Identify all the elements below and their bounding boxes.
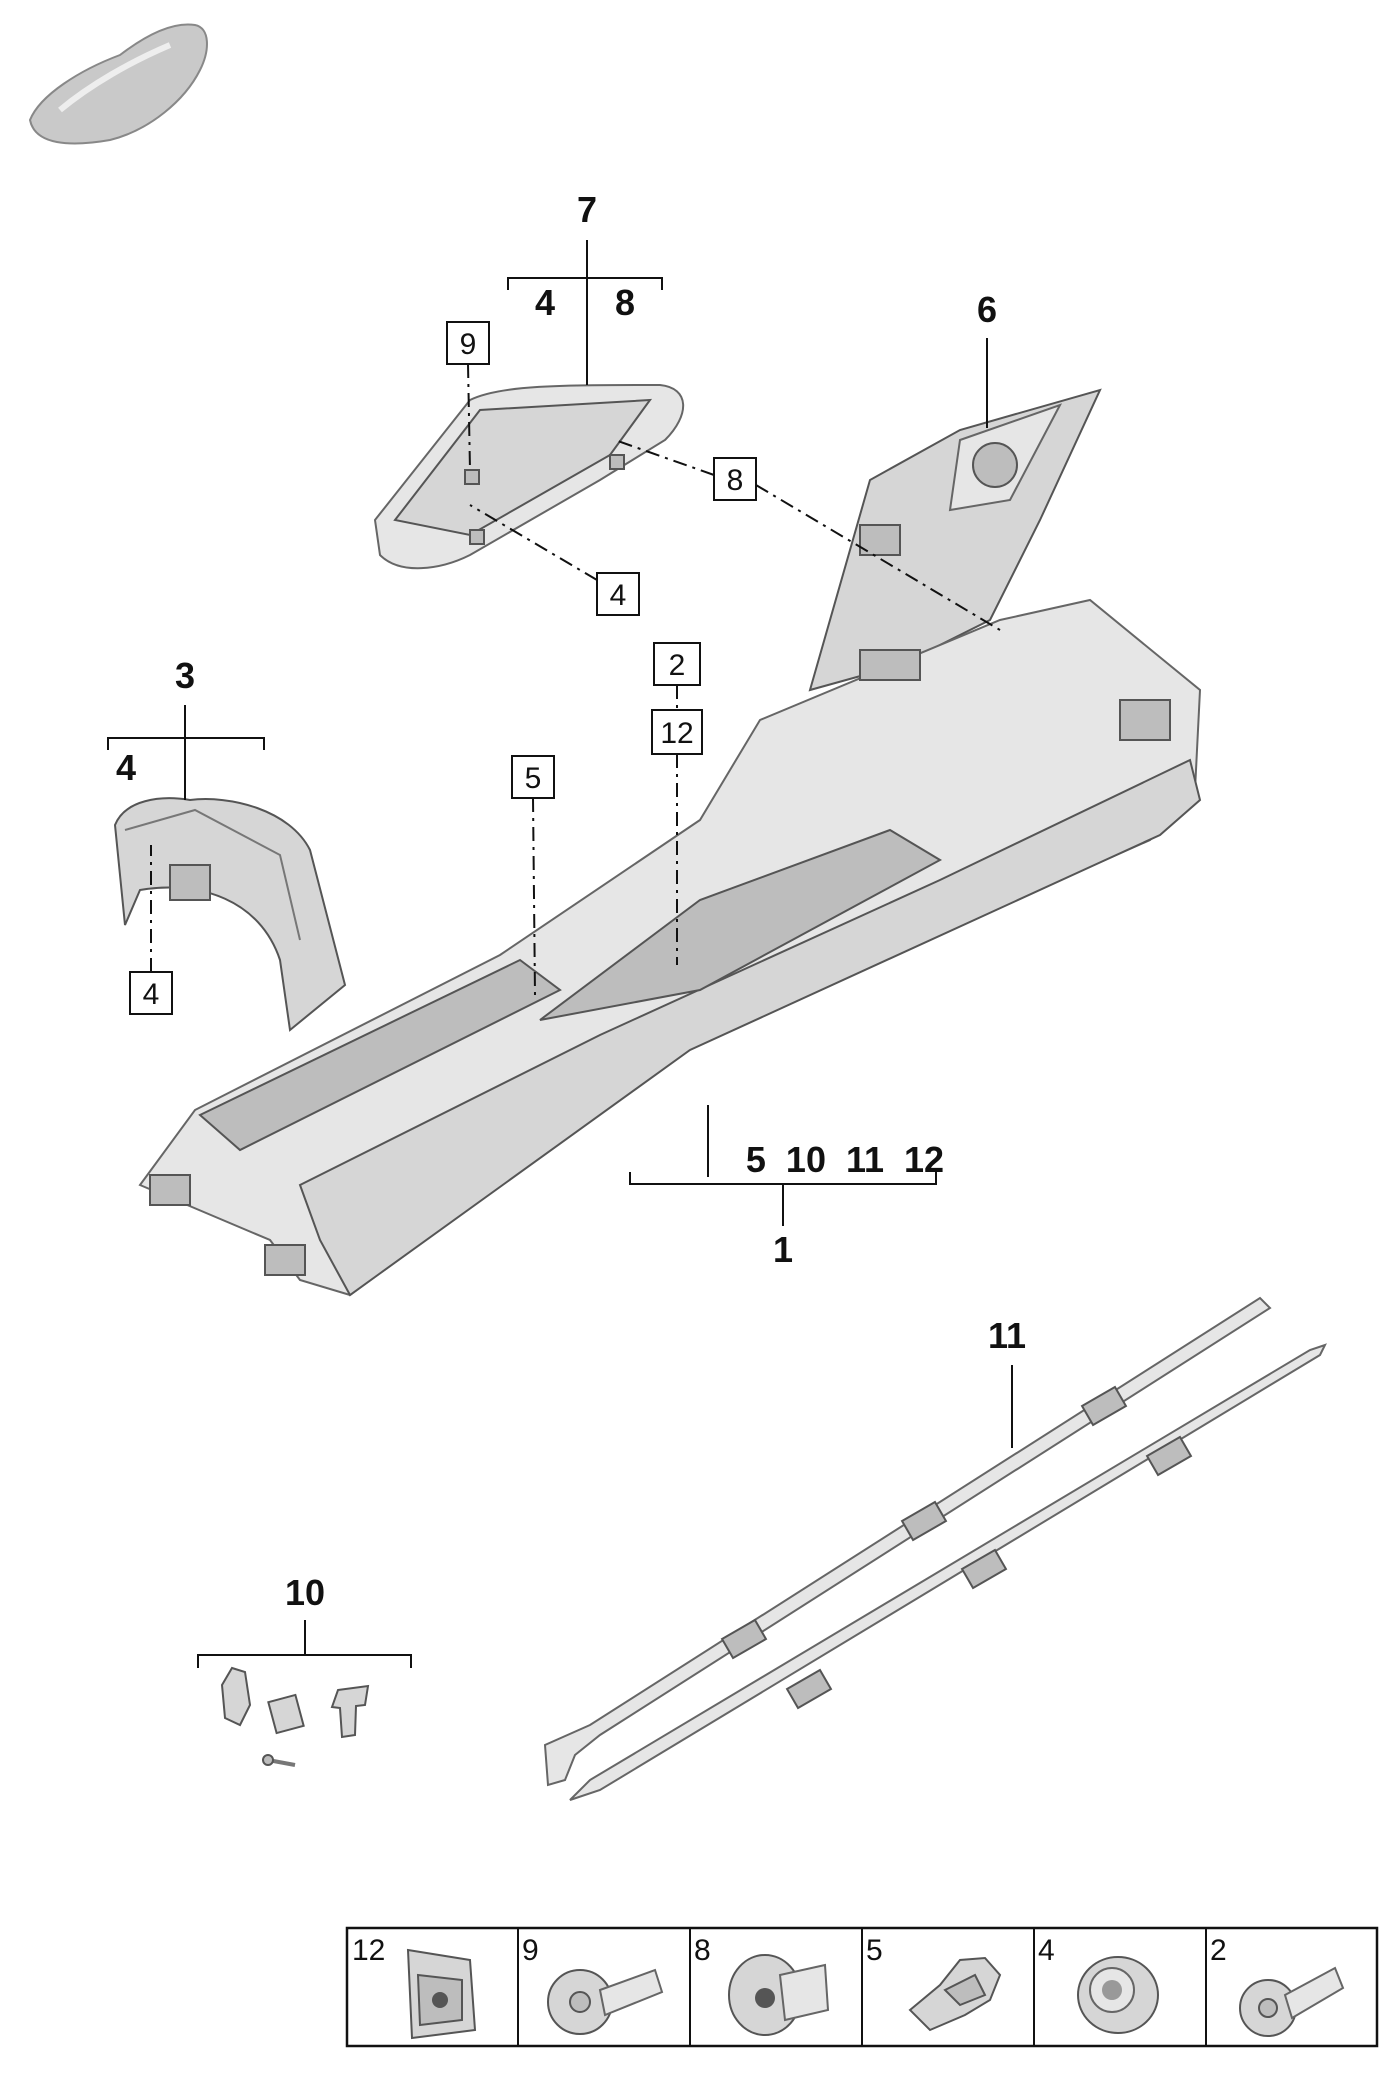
callout-11: 11 xyxy=(988,1315,1026,1356)
callout-10: 10 xyxy=(285,1572,325,1613)
part-1-console xyxy=(138,598,1202,1297)
svg-text:9: 9 xyxy=(460,328,477,361)
callout-6: 6 xyxy=(977,289,997,330)
svg-text:5: 5 xyxy=(525,762,542,795)
callout-1-subparts: 5 10 11 12 xyxy=(746,1139,944,1180)
ref-box-8: 8 xyxy=(713,457,757,501)
svg-text:4: 4 xyxy=(143,978,160,1011)
part-10-clip-set xyxy=(220,1666,370,1767)
svg-text:8: 8 xyxy=(694,1934,711,1967)
callout-1: 1 xyxy=(773,1229,793,1270)
svg-text:2: 2 xyxy=(1210,1934,1227,1967)
part-7-cover xyxy=(373,383,685,570)
svg-text:8: 8 xyxy=(727,464,744,497)
part-6-socket xyxy=(972,442,1018,488)
svg-text:2: 2 xyxy=(669,649,686,682)
callout-7: 7 xyxy=(577,189,597,230)
part-7-clip xyxy=(464,469,480,485)
legend-cell-9: 9 xyxy=(522,1934,664,2035)
callout-3-sub-4: 4 xyxy=(116,747,136,788)
callout-7-sub-8: 8 xyxy=(615,282,635,323)
part-6-trim xyxy=(808,388,1102,692)
callout-7-sub-4: 4 xyxy=(535,282,555,323)
svg-text:5: 5 xyxy=(866,1934,883,1967)
svg-text:12: 12 xyxy=(352,1934,385,1967)
part-3-rear-cover xyxy=(113,797,347,1032)
svg-text:4: 4 xyxy=(610,579,627,612)
ref-box-4-upper: 4 xyxy=(596,572,640,616)
svg-text:12: 12 xyxy=(660,717,693,750)
legend-cell-12: 12 xyxy=(352,1934,477,2040)
legend-cell-5: 5 xyxy=(866,1934,1002,2032)
car-silhouette-icon xyxy=(28,23,208,145)
svg-text:4: 4 xyxy=(1038,1934,1055,1967)
ref-box-5: 5 xyxy=(511,755,555,799)
ref-box-9: 9 xyxy=(446,321,490,365)
legend-cell-4: 4 xyxy=(1038,1934,1159,2034)
callout-3: 3 xyxy=(175,655,195,696)
hardware-legend-table: 12 9 8 5 4 xyxy=(345,1926,1379,2048)
ref-box-12: 12 xyxy=(651,709,703,755)
part-11-trim-strips xyxy=(543,1296,1327,1801)
legend-cell-2: 2 xyxy=(1210,1934,1345,2037)
ref-box-4-left: 4 xyxy=(129,971,173,1015)
part-7-clip xyxy=(469,529,485,545)
svg-text:9: 9 xyxy=(522,1934,539,1967)
part-7-clip xyxy=(609,454,625,470)
ref-box-2: 2 xyxy=(653,642,701,686)
legend-cell-8: 8 xyxy=(694,1934,830,2036)
